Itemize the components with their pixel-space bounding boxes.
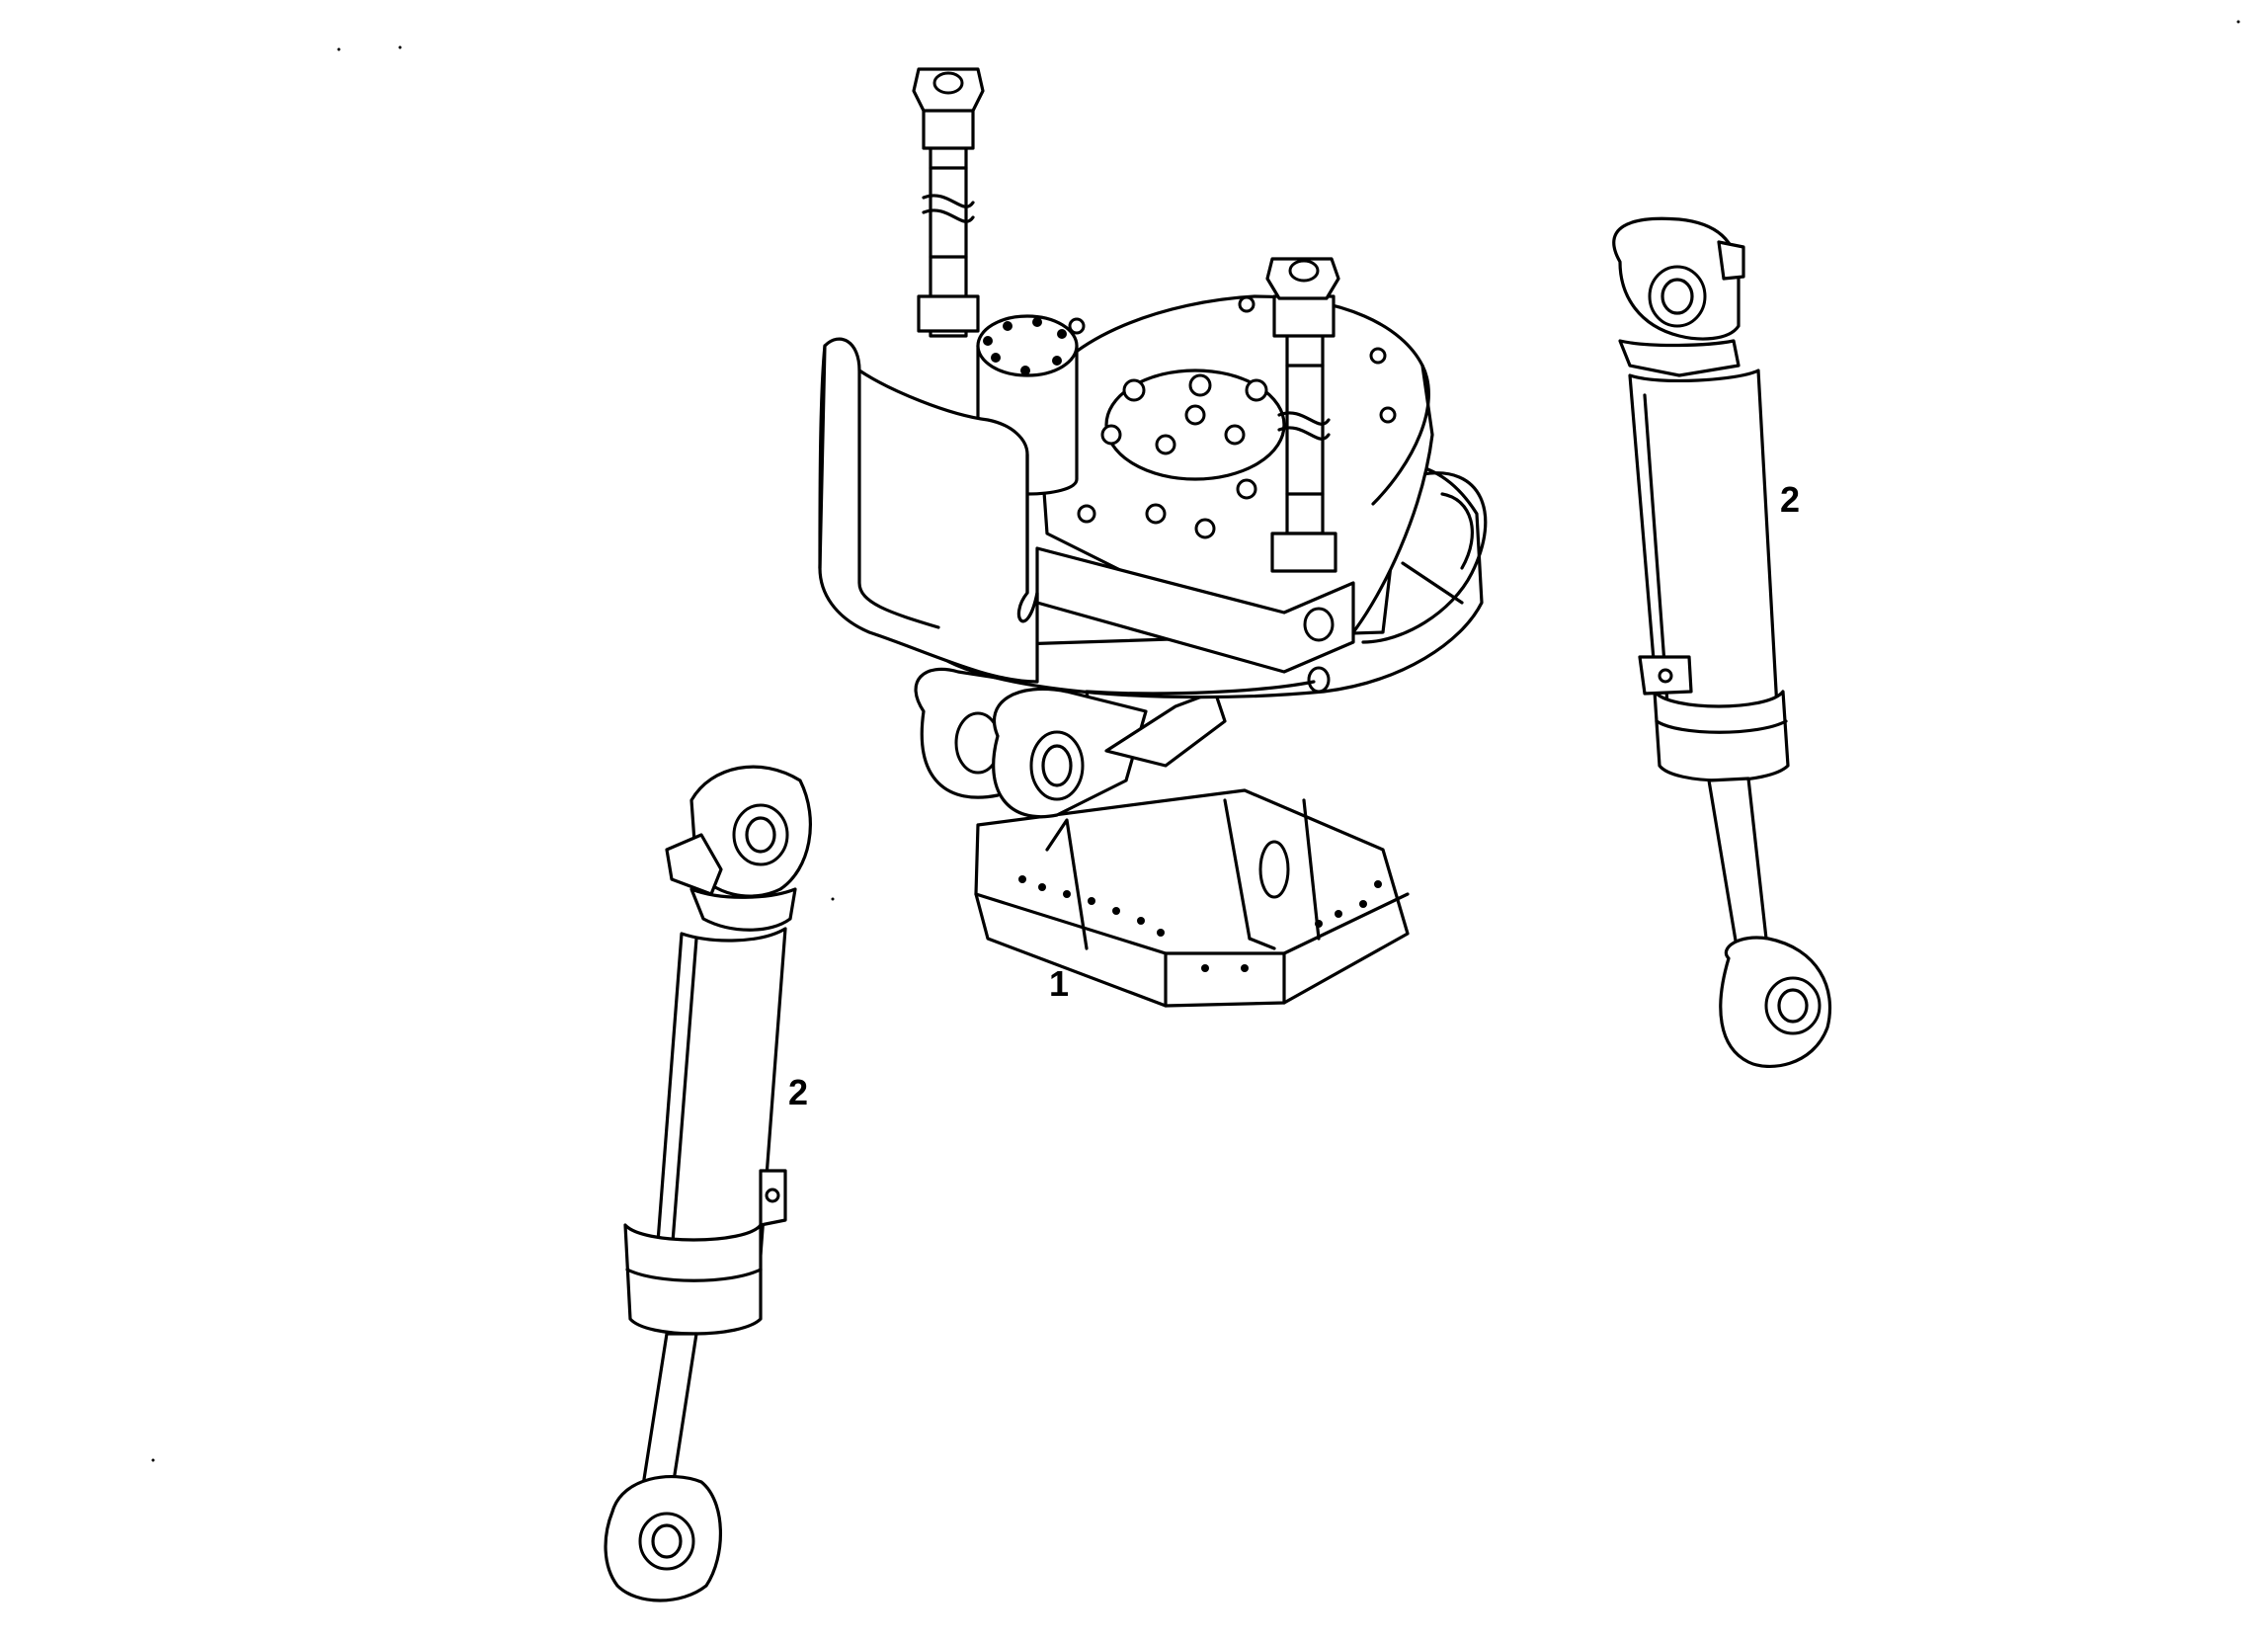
guard-plate xyxy=(818,337,1039,684)
hydraulic-cylinder-left xyxy=(604,765,812,1602)
mounting-base xyxy=(974,788,1410,1008)
rotator-assembly xyxy=(818,67,1488,1008)
mounting-lugs xyxy=(914,667,1227,819)
callout-part-1: 1 xyxy=(1049,963,1070,1004)
scan-specks xyxy=(151,20,2240,1462)
hydraulic-fitting-left xyxy=(912,67,985,338)
callout-part-2-left: 2 xyxy=(788,1072,809,1112)
callout-part-2-right: 2 xyxy=(1780,479,1801,520)
hydraulic-fitting-right xyxy=(1265,257,1340,573)
motor-plate xyxy=(1035,294,1434,674)
hydraulic-cylinder-right xyxy=(1612,216,1832,1069)
